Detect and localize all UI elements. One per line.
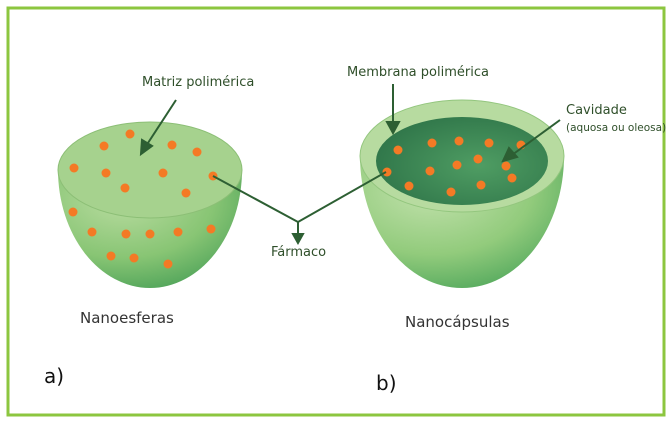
- drug-dot: [120, 183, 130, 193]
- cavity-arrowhead: [501, 146, 519, 163]
- drug-dot: [181, 188, 191, 198]
- drug-dot: [87, 227, 97, 237]
- drug-dot: [129, 253, 139, 263]
- part-b-label: b): [376, 371, 397, 395]
- matrix-label: Matriz polimérica: [142, 75, 254, 90]
- drug-dot: [121, 229, 131, 239]
- drug-dot: [501, 161, 511, 171]
- drug-label: Fármaco: [271, 245, 326, 260]
- drug-dot: [158, 168, 168, 178]
- drug-dot: [206, 224, 216, 234]
- frame-border: [6, 6, 666, 417]
- drug-dot: [393, 145, 403, 155]
- drug-dot: [446, 187, 456, 197]
- cavity-label: Cavidade: [566, 103, 627, 118]
- nanocapsule-drug-dots: [382, 136, 526, 197]
- part-a-label: a): [44, 364, 64, 388]
- nanosphere: [57, 121, 243, 288]
- drug-dot: [145, 229, 155, 239]
- drug-arrowhead: [291, 233, 305, 246]
- drug-dot: [427, 138, 437, 148]
- cavity-arrow: [511, 119, 561, 156]
- drug-dot: [382, 167, 392, 177]
- drug-dot: [452, 160, 462, 170]
- drug-dot: [101, 168, 111, 178]
- membrane-label: Membrana polimérica: [347, 65, 489, 80]
- drug-dot: [167, 140, 177, 150]
- nanocapsule: [359, 99, 565, 288]
- drug-dot: [454, 136, 464, 146]
- drug-dot: [192, 147, 202, 157]
- drug-dot: [173, 227, 183, 237]
- nanocapsule-cavity: [376, 117, 548, 205]
- drug-dot: [476, 180, 486, 190]
- drug-dot: [69, 163, 79, 173]
- nanosphere-drug-dots: [68, 129, 218, 269]
- drug-dot: [484, 138, 494, 148]
- drug-dot: [99, 141, 109, 151]
- drug-dot: [473, 154, 483, 164]
- cavity-detail-label: (aquosa ou oleosa): [566, 122, 666, 134]
- drug-dot: [68, 207, 78, 217]
- drug-dot: [106, 251, 116, 261]
- drug-dot: [404, 181, 414, 191]
- drug-dot: [125, 129, 135, 139]
- matrix-arrowhead: [139, 138, 154, 157]
- drug-dot: [507, 173, 517, 183]
- nanosphere-top-face: [57, 121, 243, 219]
- nanospheres-label: Nanoesferas: [80, 309, 174, 327]
- drug-dot: [163, 259, 173, 269]
- leader-lines: [139, 84, 561, 246]
- membrane-arrowhead: [385, 121, 401, 136]
- drug-dot: [425, 166, 435, 176]
- matrix-arrow: [145, 99, 177, 147]
- nanocapsules-label: Nanocápsulas: [405, 313, 510, 331]
